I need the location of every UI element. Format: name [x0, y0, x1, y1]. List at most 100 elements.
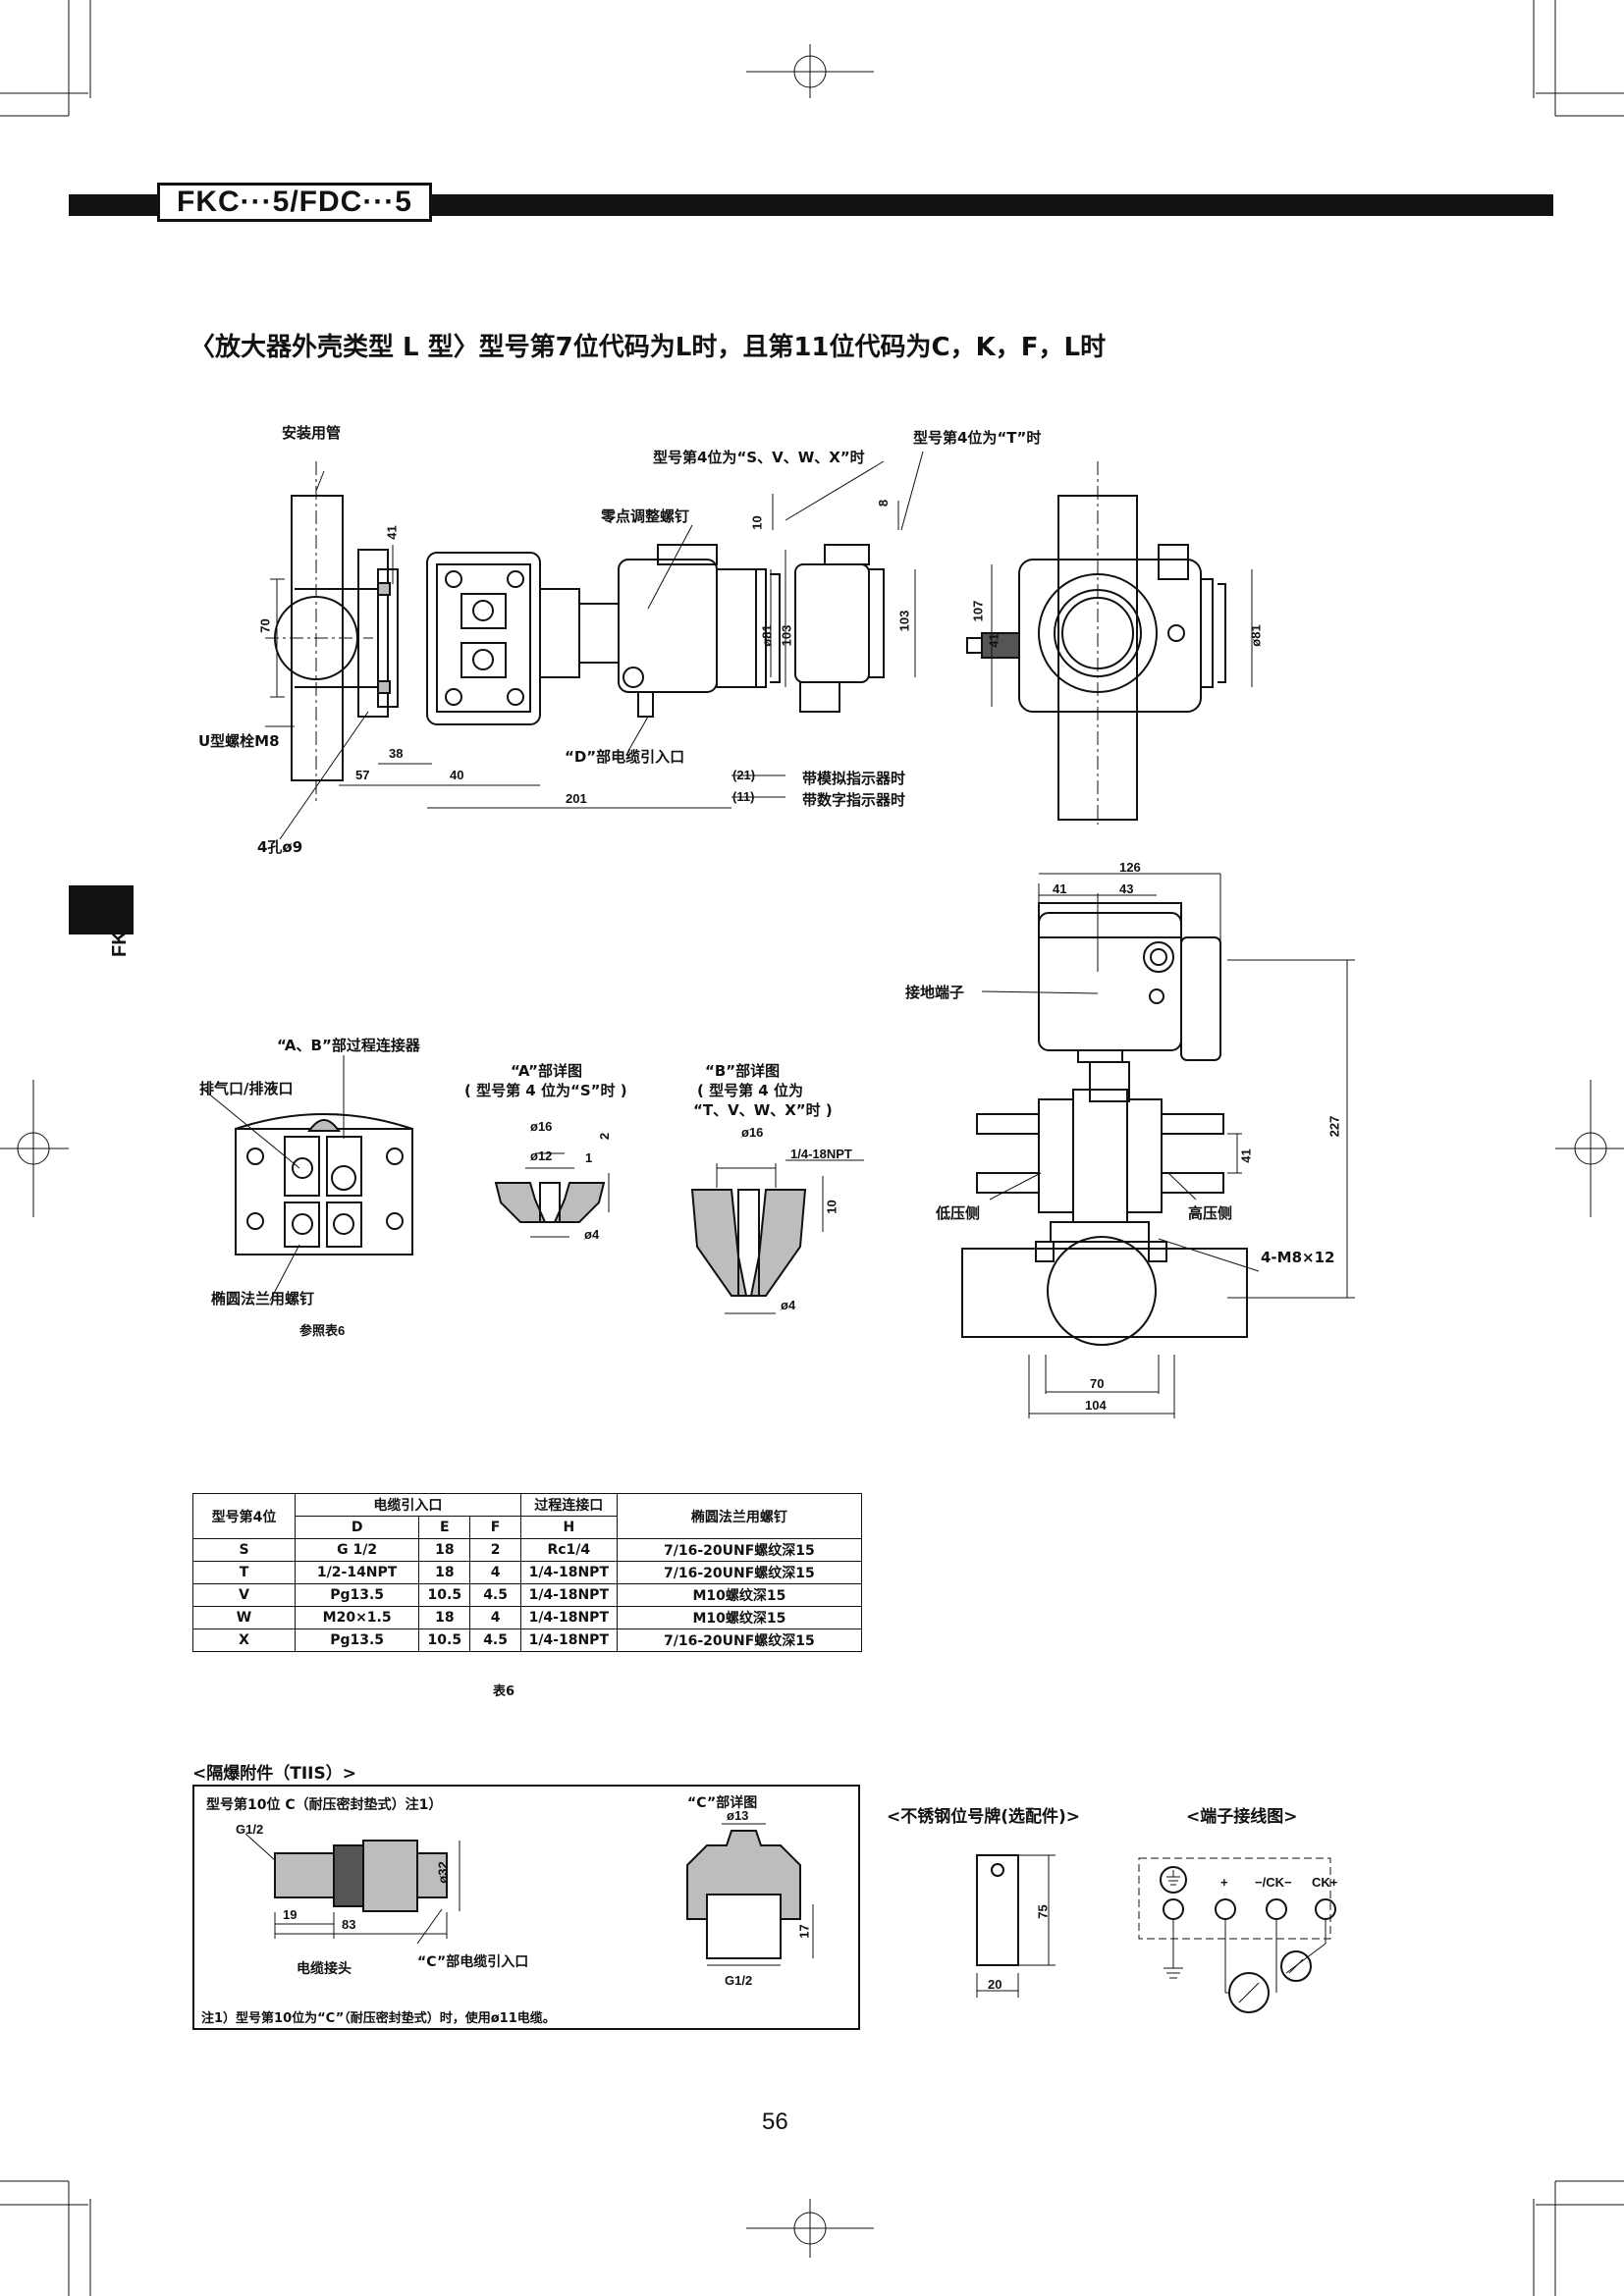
label-analog: 带模拟指示器时	[802, 770, 906, 787]
terminal-plus: +	[1220, 1875, 1228, 1890]
cell: V	[192, 1583, 296, 1607]
label-vent: 排气口/排液口	[199, 1080, 294, 1097]
cell: 1/4-18NPT	[519, 1629, 618, 1652]
detail-b-dim-npt: 1/4-18NPT	[790, 1147, 852, 1161]
th-f: F	[469, 1516, 521, 1539]
label-zero-screw: 零点调整螺钉	[601, 507, 690, 525]
tiis-cable-joint: 电缆接头	[297, 1961, 352, 1977]
nameplate-drawing	[976, 1854, 1056, 1998]
label-note-svwx: 型号第4位为“S、V、W、X”时	[653, 449, 865, 466]
nameplate-dim-20: 20	[988, 1977, 1002, 1992]
cell: 1/2-14NPT	[294, 1561, 420, 1584]
label-high-side: 高压侧	[1188, 1204, 1233, 1222]
header-bar	[69, 194, 1553, 216]
dim-57: 57	[355, 768, 370, 782]
tiis-c-port: “C”部电缆引入口	[417, 1954, 529, 1970]
tiis-box	[192, 1785, 860, 2030]
th-flange: 椭圆法兰用螺钉	[616, 1493, 863, 1539]
dim-41-top: 41	[1053, 881, 1067, 896]
table-caption: 表6	[493, 1684, 515, 1699]
tiis-g12: G1/2	[236, 1822, 264, 1837]
dim-104: 104	[1085, 1398, 1107, 1413]
cell: 10.5	[418, 1629, 471, 1652]
label-d-cable: “D”部电缆引入口	[565, 748, 685, 766]
label-ground: 接地端子	[905, 984, 965, 1001]
dim-40: 40	[450, 768, 464, 782]
cell: Rc1/4	[519, 1538, 618, 1562]
label-digital: 带数字指示器时	[802, 791, 906, 809]
detail-b-subtitle: ( 型号第 4 位为	[697, 1082, 803, 1099]
detail-a-dim-16: ø16	[530, 1119, 553, 1134]
tiis-dim-83: 83	[342, 1917, 356, 1932]
label-note-t: 型号第4位为“T”时	[913, 429, 1042, 447]
side-tab	[69, 885, 134, 934]
dim-126: 126	[1119, 860, 1141, 875]
detail-b-title: “B”部详图	[705, 1062, 781, 1080]
cell: X	[192, 1629, 296, 1652]
cell: Pg13.5	[294, 1583, 420, 1607]
detail-a-dim-1: 1	[585, 1150, 593, 1165]
tiis-c-dim-g12: G1/2	[725, 1973, 753, 1988]
tiis-drawing	[244, 1823, 814, 1966]
dim-201: 201	[566, 791, 587, 806]
detail-b-subtitle2: “T、V、W、X”时 )	[693, 1101, 833, 1119]
tiis-note: 注1）型号第10位为“C”（耐压密封垫式）时，使用ø11电缆。	[201, 2011, 556, 2026]
tiis-title: <隔爆附件（TIIS）>	[192, 1764, 356, 1784]
section-title: 〈放大器外壳类型 L 型〉型号第7位代码为L时，且第11位代码为C，K，F，L时	[189, 333, 1107, 362]
label-u-bolt: U型螺栓M8	[198, 732, 280, 750]
label-bolt: 4-M8×12	[1261, 1249, 1335, 1266]
cell: 7/16-20UNF螺纹深15	[616, 1561, 863, 1584]
cell: 10.5	[418, 1583, 471, 1607]
detail-a-subtitle: ( 型号第 4 位为“S”时 )	[464, 1082, 627, 1099]
model-title: FKC···5/FDC···5	[157, 183, 432, 222]
dim-21: (21)	[732, 768, 756, 782]
cell: 1/4-18NPT	[519, 1561, 618, 1584]
wiring-title: <端子接线图>	[1186, 1807, 1298, 1827]
connector-view-drawing	[200, 1055, 864, 1314]
table-subheader-row: D E F H	[193, 1516, 862, 1539]
connector-title: “A、B”部过程连接器	[277, 1037, 420, 1054]
cell: Pg13.5	[294, 1629, 420, 1652]
detail-a-dim-4: ø4	[584, 1227, 600, 1242]
terminal-ck-minus: −/CK−	[1255, 1875, 1292, 1890]
label-holes: 4孔ø9	[257, 838, 303, 856]
side-view-drawing	[961, 873, 1355, 1418]
cell: M20×1.5	[294, 1606, 420, 1629]
label-ref-table: 参照表6	[299, 1323, 346, 1338]
cell: 18	[418, 1606, 471, 1629]
detail-b-dim-4: ø4	[781, 1298, 796, 1312]
table-header-row: 型号第4位 电缆引入口 过程连接口 椭圆法兰用螺钉	[192, 1493, 863, 1539]
top-dimension-drawing	[265, 451, 1253, 840]
dim-11: (11)	[732, 789, 755, 804]
nameplate-title: <不锈钢位号牌(选配件)>	[887, 1807, 1081, 1827]
cell: M10螺纹深15	[616, 1583, 863, 1607]
th-e: E	[418, 1516, 471, 1539]
cell: 4	[469, 1561, 521, 1584]
cell: 4.5	[469, 1629, 521, 1652]
label-flange-screw: 椭圆法兰用螺钉	[211, 1290, 315, 1308]
dim-43: 43	[1119, 881, 1134, 896]
th-pos4: 型号第4位	[192, 1493, 296, 1539]
th-process: 过程连接口	[519, 1493, 618, 1517]
label-mount-pipe: 安装用管	[282, 424, 342, 442]
cell: 7/16-20UNF螺纹深15	[616, 1629, 863, 1652]
tiis-dim-19: 19	[283, 1907, 298, 1922]
cell: 2	[469, 1538, 521, 1562]
page-number: 56	[762, 2109, 788, 2135]
detail-b-dim-16: ø16	[741, 1125, 764, 1140]
cell: 18	[418, 1561, 471, 1584]
wiring-diagram	[1138, 1857, 1336, 2013]
cell: 1/4-18NPT	[519, 1606, 618, 1629]
detail-a-dim-12: ø12	[530, 1148, 553, 1163]
tiis-line1: 型号第10位 C（耐压密封垫式）注1）	[206, 1797, 443, 1813]
terminal-ck-plus: CK+	[1312, 1875, 1338, 1890]
label-low-side: 低压侧	[936, 1204, 981, 1222]
dim-38: 38	[389, 746, 404, 761]
